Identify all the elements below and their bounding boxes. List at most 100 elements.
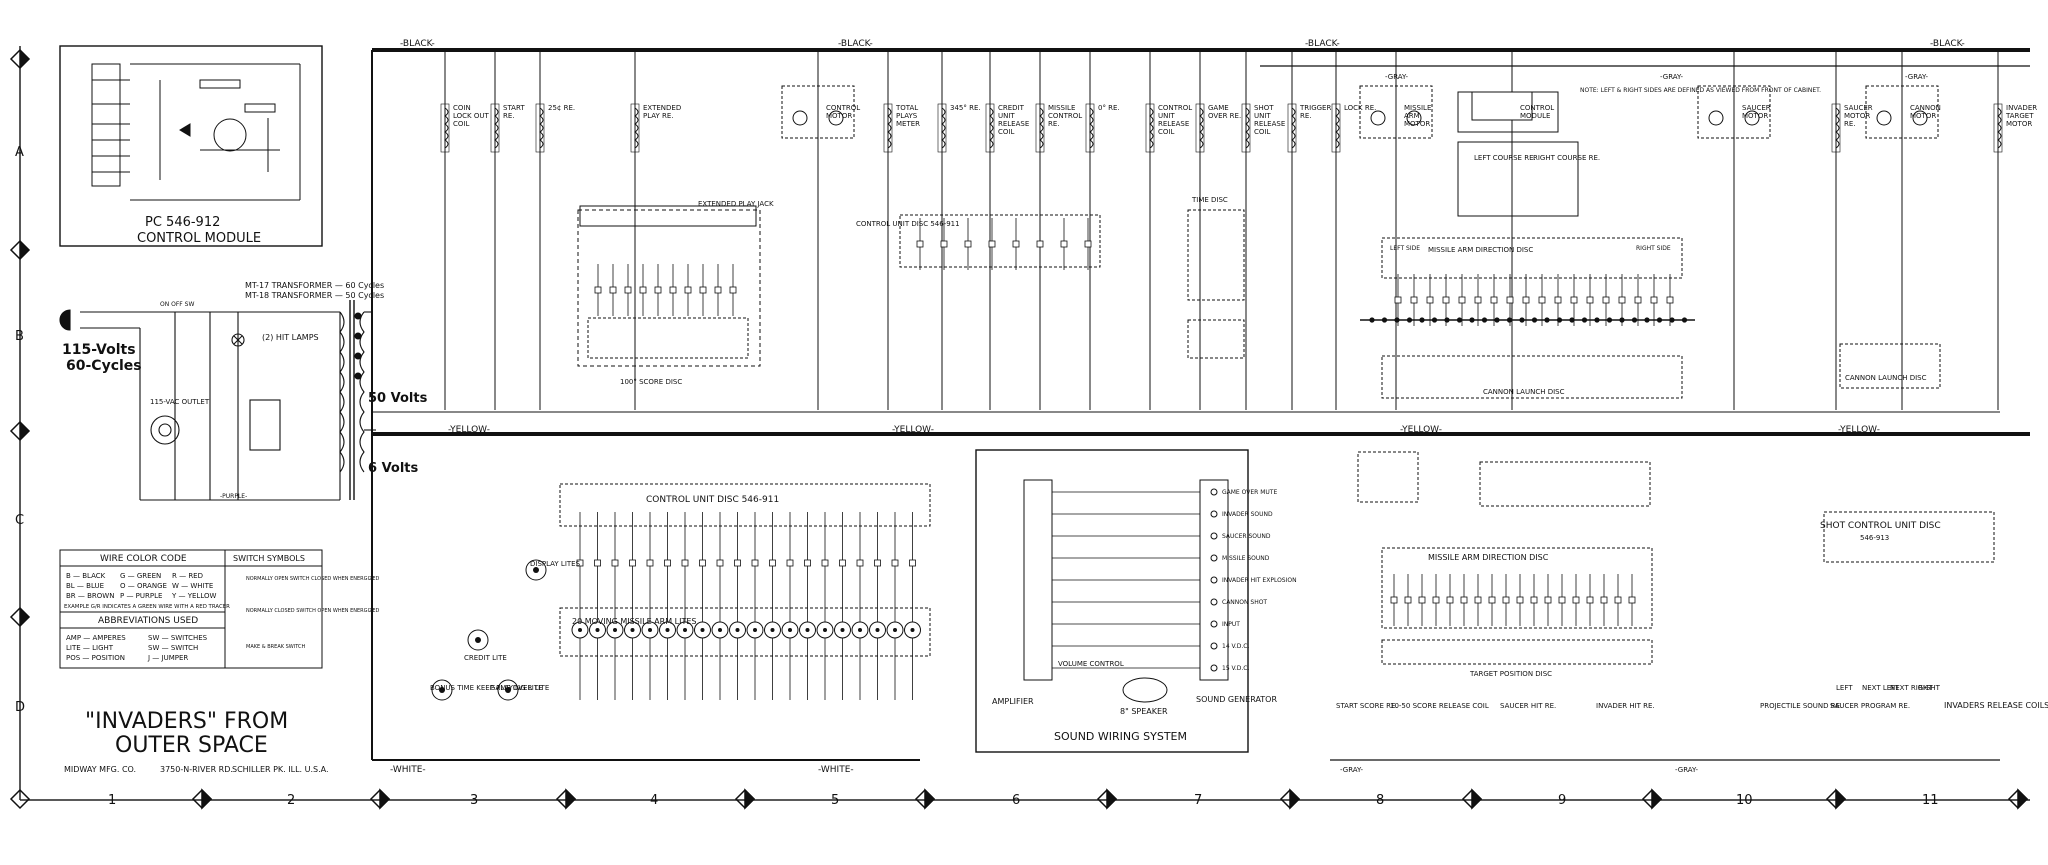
- sound-wiring-label: SOUND WIRING SYSTEM: [1054, 730, 1187, 743]
- bonus-time-label: BONUS TIME KEEP PLAYING LITE: [430, 684, 543, 692]
- target-position-disc-label: TARGET POSITION DISC: [1469, 670, 1552, 678]
- component-label-2: 25¢ RE.: [548, 104, 575, 112]
- bus-black-3: -BLACK-: [1305, 39, 1340, 49]
- bus-yellow-4: -YELLOW-: [1838, 425, 1880, 435]
- projectile-sound-re-label: PROJECTILE SOUND RE.: [1760, 702, 1842, 710]
- abbr-sw: SW — SWITCHES: [148, 634, 208, 642]
- missile-arm-lamp-15: [834, 512, 851, 700]
- code-w: W — WHITE: [172, 582, 213, 590]
- missile-arm-lamp-16: [851, 512, 869, 700]
- control-module-line2: CONTROL MODULE: [137, 231, 261, 246]
- hit-lamps-label: (2) HIT LAMPS: [262, 333, 319, 342]
- sound-output-label-6: INPUT: [1222, 621, 1240, 628]
- col-label-5: 5: [831, 793, 839, 808]
- control-disc-contacts: [916, 218, 1092, 270]
- cannon-launch-disc-label: CANNON LAUNCH DISC: [1483, 388, 1565, 396]
- code-bl: BL — BLUE: [66, 582, 104, 590]
- col-label-11: 11: [1922, 793, 1939, 808]
- missile-arm-lamp-17: [869, 512, 886, 700]
- missile-arm-lamp-1: [589, 512, 606, 700]
- sound-output-label-4: INVADER HIT EXPLOSION: [1222, 577, 1297, 584]
- left-side-label: LEFT SIDE: [1390, 245, 1420, 252]
- col-label-4: 4: [650, 793, 658, 808]
- shot-control-unit-disc-label: SHOT CONTROL UNIT DISC: [1820, 521, 1941, 531]
- code-r: R — RED: [172, 572, 203, 580]
- indicator-lamp-2: [525, 559, 547, 581]
- disc-contacts: [594, 218, 1688, 626]
- missile-arm-lamp-18: [886, 512, 904, 700]
- missile-arm-lamp-2: [606, 512, 624, 700]
- speaker-label: 8" SPEAKER: [1120, 707, 1168, 716]
- missile-arm-lamp-11: [764, 512, 781, 700]
- bus-yellow-1: -YELLOW-: [448, 425, 490, 435]
- transformer2-label: MT-18 TRANSFORMER — 50 Cycles: [245, 291, 384, 300]
- right-side-label: RIGHT SIDE: [1636, 245, 1671, 252]
- moving-missile-arm-lites-label: 20 MOVING MISSILE ARM LITES: [572, 617, 696, 626]
- code-br: BR — BROWN: [66, 592, 114, 600]
- row-markers: [9, 48, 31, 810]
- col-label-10: 10: [1736, 793, 1753, 808]
- control-module-panel: [59, 45, 323, 247]
- component-2: 25¢ RE.: [535, 50, 575, 410]
- lower-blocks: [559, 449, 1995, 753]
- bus-white-2: -WHITE-: [818, 765, 854, 775]
- title-line1: "INVADERS" FROM: [85, 709, 288, 734]
- bus-gray-5: -GRAY-: [1675, 766, 1698, 774]
- row-label-a: A: [15, 145, 24, 160]
- lower-lamps: [431, 512, 921, 701]
- upper-block-labels: 100° SCORE DISC EXTENDED PLAY JACK CONTR…: [620, 87, 1927, 396]
- on-off-label: ON OFF SW: [160, 301, 194, 308]
- sound-output-label-0: GAME OVER MUTE: [1222, 489, 1277, 496]
- footer-company: MIDWAY MFG. CO.: [64, 765, 136, 774]
- row-label-c: C: [15, 513, 24, 528]
- abbr-amp: AMP — AMPERES: [66, 634, 126, 642]
- missile-arm-lamp-6: [676, 512, 694, 700]
- code-y: Y — YELLOW: [171, 592, 216, 600]
- row-label-d: D: [15, 700, 25, 715]
- purple-label: -PURPLE-: [220, 493, 247, 500]
- color-example: EXAMPLE G/R INDICATES A GREEN WIRE WITH …: [64, 604, 230, 610]
- start-score-re-label: START SCORE RE.: [1336, 702, 1398, 710]
- sound-output-0: GAME OVER MUTE: [1052, 488, 1277, 496]
- component-label-9: 0° RE.: [1098, 104, 1120, 112]
- sound-output-8: 15 V.D.C.: [1052, 664, 1249, 672]
- sound-output-6: INPUT: [1052, 620, 1240, 628]
- component-9: 0° RE.: [1085, 50, 1120, 410]
- missile-arm-lamp-9: [729, 512, 746, 700]
- missile-arm-lamp-8: [711, 512, 729, 700]
- bus-gray-2: -GRAY-: [1660, 73, 1683, 81]
- lower-block-labels: CONTROL UNIT DISC 546-911 20 MOVING MISS…: [430, 495, 2048, 743]
- control-unit-disc-lower-label: CONTROL UNIT DISC 546-911: [646, 495, 779, 505]
- missile-arm-lamp-14: [816, 512, 834, 700]
- next-right-label: NEXT RIGHT: [1890, 684, 1933, 692]
- missile-arm-lamp-19: [904, 512, 921, 700]
- missile-arm-lamp-5: [659, 512, 676, 700]
- row-label-b: B: [15, 329, 24, 344]
- sound-output-4: INVADER HIT EXPLOSION: [1052, 576, 1297, 584]
- bus-labels: -BLACK- -BLACK- -BLACK- -BLACK- -GRAY- -…: [390, 39, 1965, 775]
- indicator-lamp-1: [497, 679, 519, 701]
- v50-label: 50 Volts: [368, 391, 428, 406]
- credit-lite-label: CREDIT LITE: [464, 654, 507, 662]
- sound-output-label-5: CANNON SHOT: [1222, 599, 1267, 606]
- drawing-title: "INVADERS" FROM OUTER SPACE MIDWAY MFG. …: [64, 709, 329, 774]
- missile-arm-direction-disc-label: MISSILE ARM DIRECTION DISC: [1428, 246, 1533, 254]
- sound-output-2: SAUCER SOUND: [1052, 532, 1271, 540]
- col-label-3: 3: [470, 793, 478, 808]
- indicator-lamp-3: [431, 679, 453, 701]
- missile-arm-lower-contacts: [1390, 574, 1636, 626]
